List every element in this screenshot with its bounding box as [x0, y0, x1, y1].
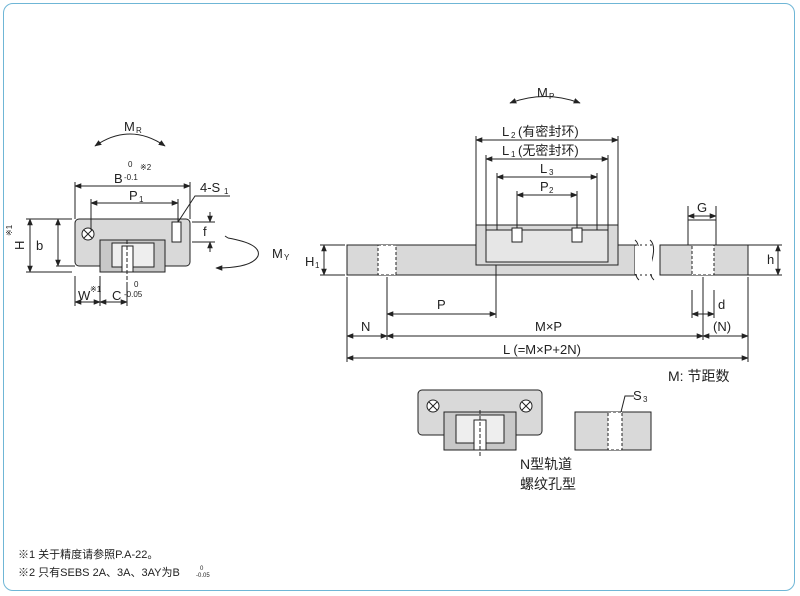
pitch-moment-label: M: [537, 85, 548, 100]
offset-c-tol-upper: 0: [134, 280, 139, 289]
section-view-labels: M R B 0 -0.1 ※2 P 1 4-S 1 f H ※1 b M Y W…: [5, 119, 290, 303]
rail-type-line1: N型轨道: [520, 456, 572, 472]
n-label: N: [361, 319, 370, 334]
flange-f-label: f: [203, 224, 207, 239]
rail-type-line2: 螺纹孔型: [520, 476, 576, 492]
l1-sub: 1: [511, 150, 516, 159]
p-label: P: [437, 297, 446, 312]
s3-sub: 3: [643, 395, 648, 404]
rail-hole-right: [691, 244, 715, 276]
offset-c-label: C: [112, 288, 121, 303]
n-paren-label: (N): [713, 319, 731, 334]
side-view-labels: M P L 2 (有密封环) L 1 (无密封环) L 3 P 2 H 1 G …: [305, 85, 774, 384]
width-b-tol-lower: -0.1: [124, 173, 138, 182]
width-b-label: B: [114, 171, 123, 186]
width-b-note: ※2: [140, 163, 152, 172]
yaw-moment-arrow: [215, 237, 259, 271]
yaw-moment-label: M: [272, 246, 283, 261]
pitch-p1-sub: 1: [139, 195, 144, 204]
roll-moment-sub: R: [136, 126, 142, 135]
rail-hole-left: [377, 244, 397, 276]
pitch-p1-label: P: [129, 188, 138, 203]
roll-moment-label: M: [124, 119, 135, 134]
s3-label: S: [633, 388, 642, 403]
footnote-2-tol-upper: 0: [200, 566, 204, 572]
mxp-label: M×P: [535, 319, 562, 334]
figure-frame: [3, 3, 795, 591]
d-label: d: [718, 297, 725, 312]
g-label: G: [697, 200, 707, 215]
h1-sub: 1: [315, 261, 320, 270]
l3-sub: 3: [549, 168, 554, 177]
side-view: [320, 96, 782, 362]
width-b-tol-upper: 0: [128, 160, 133, 169]
body-b-label: b: [36, 238, 43, 253]
footnote-2-tol-lower: -0.05: [196, 573, 210, 579]
holes-label: 4-S: [200, 180, 221, 195]
offset-c-tol-lower: -0.05: [124, 290, 143, 299]
l3-label: L: [540, 161, 547, 176]
inset-view-labels: S 3 N型轨道 螺纹孔型: [520, 388, 648, 492]
h-label: h: [767, 252, 774, 267]
footnote-2: ※2 只有SEBS 2A、3A、3AY为B: [18, 565, 180, 579]
roll-moment-arrow: [94, 133, 166, 147]
total-length-label: L (=M×P+2N): [503, 342, 581, 357]
rail-width-note: ※1: [90, 285, 102, 294]
tapped-hole-right: [171, 221, 182, 243]
holes-sub: 1: [224, 187, 229, 196]
height-h-note: ※1: [5, 224, 14, 236]
l2-label: L: [502, 124, 509, 139]
height-h-label: H: [12, 241, 27, 250]
yaw-moment-sub: Y: [284, 253, 290, 262]
l1-label: L: [502, 143, 509, 158]
p2-sub: 2: [549, 186, 554, 195]
section-view: [26, 133, 259, 306]
pitch-moment-sub: P: [549, 92, 554, 101]
footnote-1: ※1 关于精度请参照P.A-22。: [18, 547, 158, 561]
l1-text: (无密封环): [518, 143, 579, 158]
p2-label: P: [540, 179, 549, 194]
h1-label: H: [305, 254, 314, 269]
l2-sub: 2: [511, 131, 516, 140]
pitch-moment-arrow: [509, 96, 581, 104]
m-note: M: 节距数: [668, 368, 729, 384]
inset-view: [417, 389, 652, 456]
footnotes: ※1 关于精度请参照P.A-22。 ※2 只有SEBS 2A、3A、3AY为B …: [18, 547, 210, 579]
l2-text: (有密封环): [518, 124, 579, 139]
rail-width-label: W: [78, 288, 91, 303]
